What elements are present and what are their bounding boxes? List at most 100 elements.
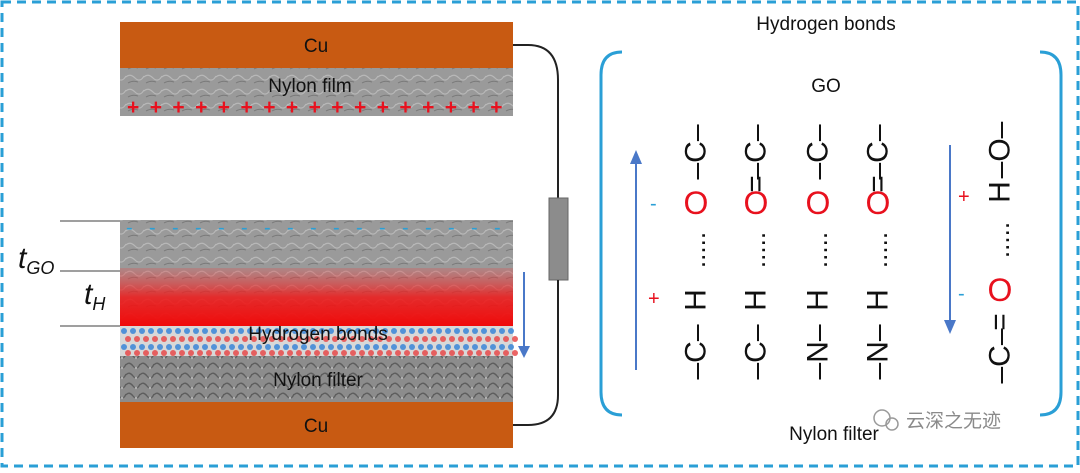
oxygen-atom: O [744,185,769,221]
minus-charge: - [172,217,179,239]
bond-top-group: –C– [862,124,895,179]
bond-dot [341,336,347,342]
bond-dot [409,344,415,350]
go-charged-region [120,268,513,326]
current-arrow-head [518,346,530,358]
bottom-copper-label: Cu [304,416,328,437]
bond-dot [247,328,253,334]
bond-dot [220,328,226,334]
bond-dot [386,350,392,356]
bond-dot [314,336,320,342]
bond-columns: –C–O.....H–C––C–=O.....H–C––C–O.....H–N–… [680,121,1017,383]
bond-dot [440,350,446,356]
plus-charge: + [490,96,502,119]
minus-charge: - [241,217,248,239]
bond-dot [292,344,298,350]
plus-charge: + [127,96,139,119]
bond-dot [310,328,316,334]
bond-dot [413,350,419,356]
minus-charge: - [448,217,455,239]
bond-dot [193,344,199,350]
reverse-bottom-group: –C– [984,328,1017,383]
minus-charge: - [218,217,225,239]
bond-dot [247,344,253,350]
plus-charge: + [309,96,321,119]
bond-dot [274,344,280,350]
hydrogen-bond-dots: ..... [741,232,771,268]
bond-dot [404,350,410,356]
bond-dot [422,350,428,356]
plus-charge: + [377,96,389,119]
bond-dot [287,336,293,342]
bond-dot [485,336,491,342]
bond-dot [436,328,442,334]
plus-charge: + [218,96,230,119]
bond-dot [314,350,320,356]
bond-dot [197,350,203,356]
bond-dot [152,350,158,356]
bond-dot [508,328,514,334]
bond-dot [512,350,518,356]
bond-dot [256,344,262,350]
bond-dot [251,350,257,356]
bond-dot [445,328,451,334]
bond-dot [503,336,509,342]
bond-dot [422,336,428,342]
bond-dot [472,328,478,334]
bond-dot [359,336,365,342]
minus-charge: - [264,217,271,239]
bond-dot [512,336,518,342]
bond-dot [368,336,374,342]
bond-dot [170,350,176,356]
bond-dot [206,336,212,342]
bond-dot [202,328,208,334]
bond-dot [260,336,266,342]
plus-charge: + [468,96,480,119]
polarization-arrow-down-head [944,320,956,334]
bond-dot [296,350,302,356]
watermark-text: 云深之无迹 [906,410,1001,432]
bond-dot [215,336,221,342]
bond-dot [427,344,433,350]
bond-dot [323,350,329,356]
reverse-oxygen-atom: O [988,272,1013,308]
bond-dot [121,344,127,350]
reverse-hydrogen-bond-dots: ..... [985,222,1015,258]
bond-dot [395,350,401,356]
hydrogen-bond-dots: ..... [803,232,833,268]
bond-dot [472,344,478,350]
bond-dot [490,328,496,334]
bond-dot [454,328,460,334]
bond-top-group: –C– [740,124,773,179]
hydrogen-atom: H [740,289,773,311]
reverse-double-bond-sign: = [984,313,1017,331]
bond-dot [166,328,172,334]
bond-dot [476,336,482,342]
bond-dot [215,350,221,356]
bond-dot [224,336,230,342]
bond-dot [220,344,226,350]
bond-dot [179,336,185,342]
bond-dot [391,344,397,350]
bond-bottom-group: –N– [802,324,835,379]
top-copper-label: Cu [304,36,328,57]
circuit-wire-top [513,44,559,200]
bond-dot [382,328,388,334]
bond-dot [184,328,190,334]
bond-dot [157,328,163,334]
bond-dot [310,344,316,350]
hydrogen-atom: H [680,289,713,311]
bond-dot [400,344,406,350]
bond-dot [350,350,356,356]
bond-dot [175,344,181,350]
bond-bottom-group: –C– [680,324,713,379]
hydrogen-atom: H [802,289,835,311]
bond-dot [148,328,154,334]
bond-dot [157,344,163,350]
wechat-icon [873,409,891,427]
bond-dot [211,344,217,350]
bond-dot [463,344,469,350]
bond-dot [467,336,473,342]
